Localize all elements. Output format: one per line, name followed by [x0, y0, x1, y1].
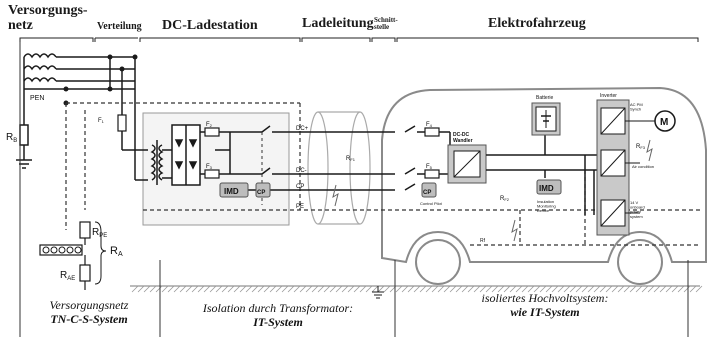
label-control-pilot: Control Pilot — [420, 201, 443, 206]
fuse-f1 — [117, 114, 127, 132]
fault-arrow-rf1 — [332, 184, 339, 207]
hv-bus — [486, 135, 600, 215]
label-air-cond: Air condition — [632, 164, 654, 169]
label-f3: F3 — [206, 164, 213, 170]
vehicle-wheel-rear — [617, 239, 663, 285]
label-pen: PEN — [30, 95, 44, 102]
label-inverter: Inverter — [600, 93, 617, 99]
caption-tn-line2: TN-C-S-System — [50, 312, 128, 327]
label-batterie: Batterie — [536, 95, 553, 101]
label-rf3: RF3 — [636, 144, 646, 150]
inverter-outputs — [625, 120, 656, 214]
caption-it-line2: IT-System — [253, 315, 303, 330]
label-f4: F4 — [426, 122, 433, 128]
station-power — [122, 124, 201, 186]
label-dc-plus: DC+ — [296, 126, 309, 132]
ra-brace — [94, 221, 107, 285]
inverter-boxes — [600, 107, 626, 227]
label-cp-line: CP — [296, 184, 304, 190]
label-cp-station: CP — [257, 190, 265, 196]
label-motor: M — [660, 117, 668, 128]
schematic-labels: PEN RB RPE RAE RA F1 F2 F3 F4 F5 IMD CP … — [6, 93, 668, 282]
fuses — [204, 127, 440, 179]
label-rf1: RF1 — [346, 156, 356, 162]
header-dc-ladestation: DC-Ladestation — [162, 18, 258, 33]
imd-station-box — [219, 182, 249, 198]
label-rf2: RF2 — [500, 196, 510, 202]
caption-it-system: Isolation durch Transformator: IT-System — [168, 301, 388, 330]
caption-hv-line2: wie IT-System — [510, 305, 580, 320]
cable-ellipse-left — [307, 111, 329, 225]
caption-hv-line1: isoliertes Hochvoltsystem: — [481, 291, 609, 305]
label-ra: RA — [110, 245, 123, 258]
caption-tn-system: Versorgungsnetz TN-C-S-System — [24, 298, 154, 327]
earth-resistors — [79, 221, 91, 290]
label-rf: Rf — [480, 238, 486, 244]
header-versorgungsnetz: Versorgungs- netz — [8, 3, 88, 33]
label-rae: RAE — [60, 270, 75, 282]
cp-station-box — [255, 182, 271, 198]
label-cp-vehicle: CP — [423, 190, 431, 196]
caption-hv-system: isoliertes Hochvoltsystem: wie IT-System — [440, 291, 650, 320]
fault-arrow-rf2 — [511, 219, 518, 242]
caption-tn-line1: Versorgungsnetz — [49, 298, 129, 312]
label-imd-vehicle: IMD — [539, 184, 554, 193]
header-schnittstelle: Schnitt- stelle — [374, 16, 398, 32]
header-ladeleitung: Ladeleitung — [302, 16, 374, 31]
cable-ellipse-right — [349, 111, 371, 225]
motor-circle — [654, 110, 676, 132]
header-elektrofahrzeug: Elektrofahrzeug — [488, 16, 586, 31]
label-rpe: RPE — [92, 227, 107, 239]
terminal-circles — [42, 246, 82, 254]
vehicle-wheel-front — [415, 239, 461, 285]
ground-hatch — [130, 285, 703, 293]
supply-network — [16, 53, 136, 169]
label-f2: F2 — [206, 122, 213, 128]
header-brackets — [19, 37, 699, 42]
section-separators — [19, 42, 689, 337]
junction-dots — [63, 54, 138, 106]
label-dc-minus: DC- — [296, 168, 307, 174]
caption-it-line1: Isolation durch Transformator: — [202, 301, 354, 315]
station-earth — [372, 286, 384, 299]
label-rb: RB — [6, 132, 17, 144]
cp-vehicle-box — [421, 182, 437, 198]
label-f5: F5 — [426, 164, 433, 170]
header-verteilung: Verteilung — [97, 21, 142, 32]
label-imd-station: IMD — [224, 187, 239, 196]
vehicle-outline — [381, 86, 707, 264]
fault-arrow-rf3 — [646, 139, 653, 162]
label-pe-line: PE — [296, 204, 304, 210]
label-f1: F1 — [98, 118, 105, 124]
imd-vehicle-box — [536, 179, 562, 195]
